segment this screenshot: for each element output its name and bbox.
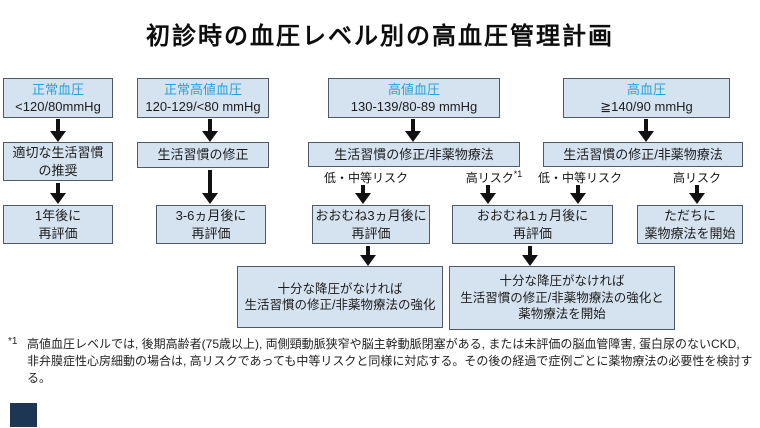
risk-note-marker: *1	[513, 169, 523, 179]
escalation-box-shared: 十分な降圧がなければ 生活習慣の修正/非薬物療法の強化と 薬物療法を開始	[449, 266, 675, 330]
level-high-normal-label: 正常高値血圧	[163, 81, 242, 97]
level-elevated-label: 高値血圧	[387, 81, 440, 97]
flow-arrow-icon	[570, 185, 586, 204]
footnote: *1 高値血圧レベルでは, 後期高齢者(75歳以上), 両側頸動脈狭窄や脳主幹動…	[8, 336, 754, 386]
action-box-high-normal: 生活習慣の修正	[137, 142, 269, 168]
flow-arrow-icon	[522, 246, 538, 266]
immediate-treatment-box: ただちに 薬物療法を開始	[637, 205, 743, 244]
level-box-normal: 正常血圧 <120/80mmHg	[3, 78, 113, 118]
reeval-box-shared: おおむね1ヵ月後に 再評価	[452, 205, 613, 244]
reeval-box-normal: 1年後に 再評価	[3, 205, 113, 244]
slide-corner-mark	[10, 403, 37, 427]
level-hypertension-label: 高血圧	[626, 81, 666, 97]
flow-arrow-icon	[355, 185, 371, 204]
reeval-box-high-normal: 3-6ヵ月後に 再評価	[156, 205, 266, 244]
flow-arrow-icon	[689, 185, 705, 204]
page-title: 初診時の血圧レベル別の高血圧管理計画	[146, 23, 614, 50]
action-box-normal: 適切な生活習慣 の推奨	[3, 142, 113, 181]
action-box-elevated: 生活習慣の修正/非薬物療法	[308, 142, 520, 167]
level-box-hypertension: 高血圧 ≧140/90 mmHg	[563, 78, 730, 118]
flow-arrow-icon	[360, 246, 376, 266]
flow-arrow-icon	[202, 170, 218, 204]
flow-arrow-icon	[405, 119, 421, 142]
level-high-normal-range: 120-129/<80 mmHg	[145, 99, 261, 114]
risk-label-hypertension-high: 高リスク	[672, 171, 721, 185]
escalation-box-elevated: 十分な降圧がなければ 生活習慣の修正/非薬物療法の強化	[237, 266, 443, 328]
level-hypertension-range: ≧140/90 mmHg	[600, 99, 693, 114]
action-box-hypertension: 生活習慣の修正/非薬物療法	[543, 142, 743, 167]
flow-arrow-icon	[480, 185, 496, 204]
risk-label-elevated-low: 低・中等リスク	[323, 171, 408, 185]
flow-arrow-icon	[50, 119, 66, 142]
risk-label-hypertension-low: 低・中等リスク	[537, 171, 622, 185]
level-box-high-normal: 正常高値血圧 120-129/<80 mmHg	[137, 78, 269, 118]
footnote-marker: *1	[8, 336, 18, 347]
flow-arrow-icon	[50, 183, 66, 204]
reeval-box-elevated: おおむね3ヵ月後に 再評価	[312, 205, 430, 244]
level-normal-label: 正常血圧	[31, 81, 84, 97]
level-elevated-range: 130-139/80-89 mmHg	[350, 99, 478, 114]
flow-arrow-icon	[638, 119, 654, 142]
risk-label-elevated-high: 高リスク*1	[444, 169, 544, 186]
flow-arrow-icon	[202, 119, 218, 142]
level-normal-range: <120/80mmHg	[15, 99, 101, 114]
risk-label-elevated-high-text: 高リスク	[465, 171, 514, 185]
level-box-elevated: 高値血圧 130-139/80-89 mmHg	[328, 78, 500, 118]
footnote-text: 高値血圧レベルでは, 後期高齢者(75歳以上), 両側頸動脈狭窄や脳主幹動脈閉塞…	[27, 337, 753, 385]
